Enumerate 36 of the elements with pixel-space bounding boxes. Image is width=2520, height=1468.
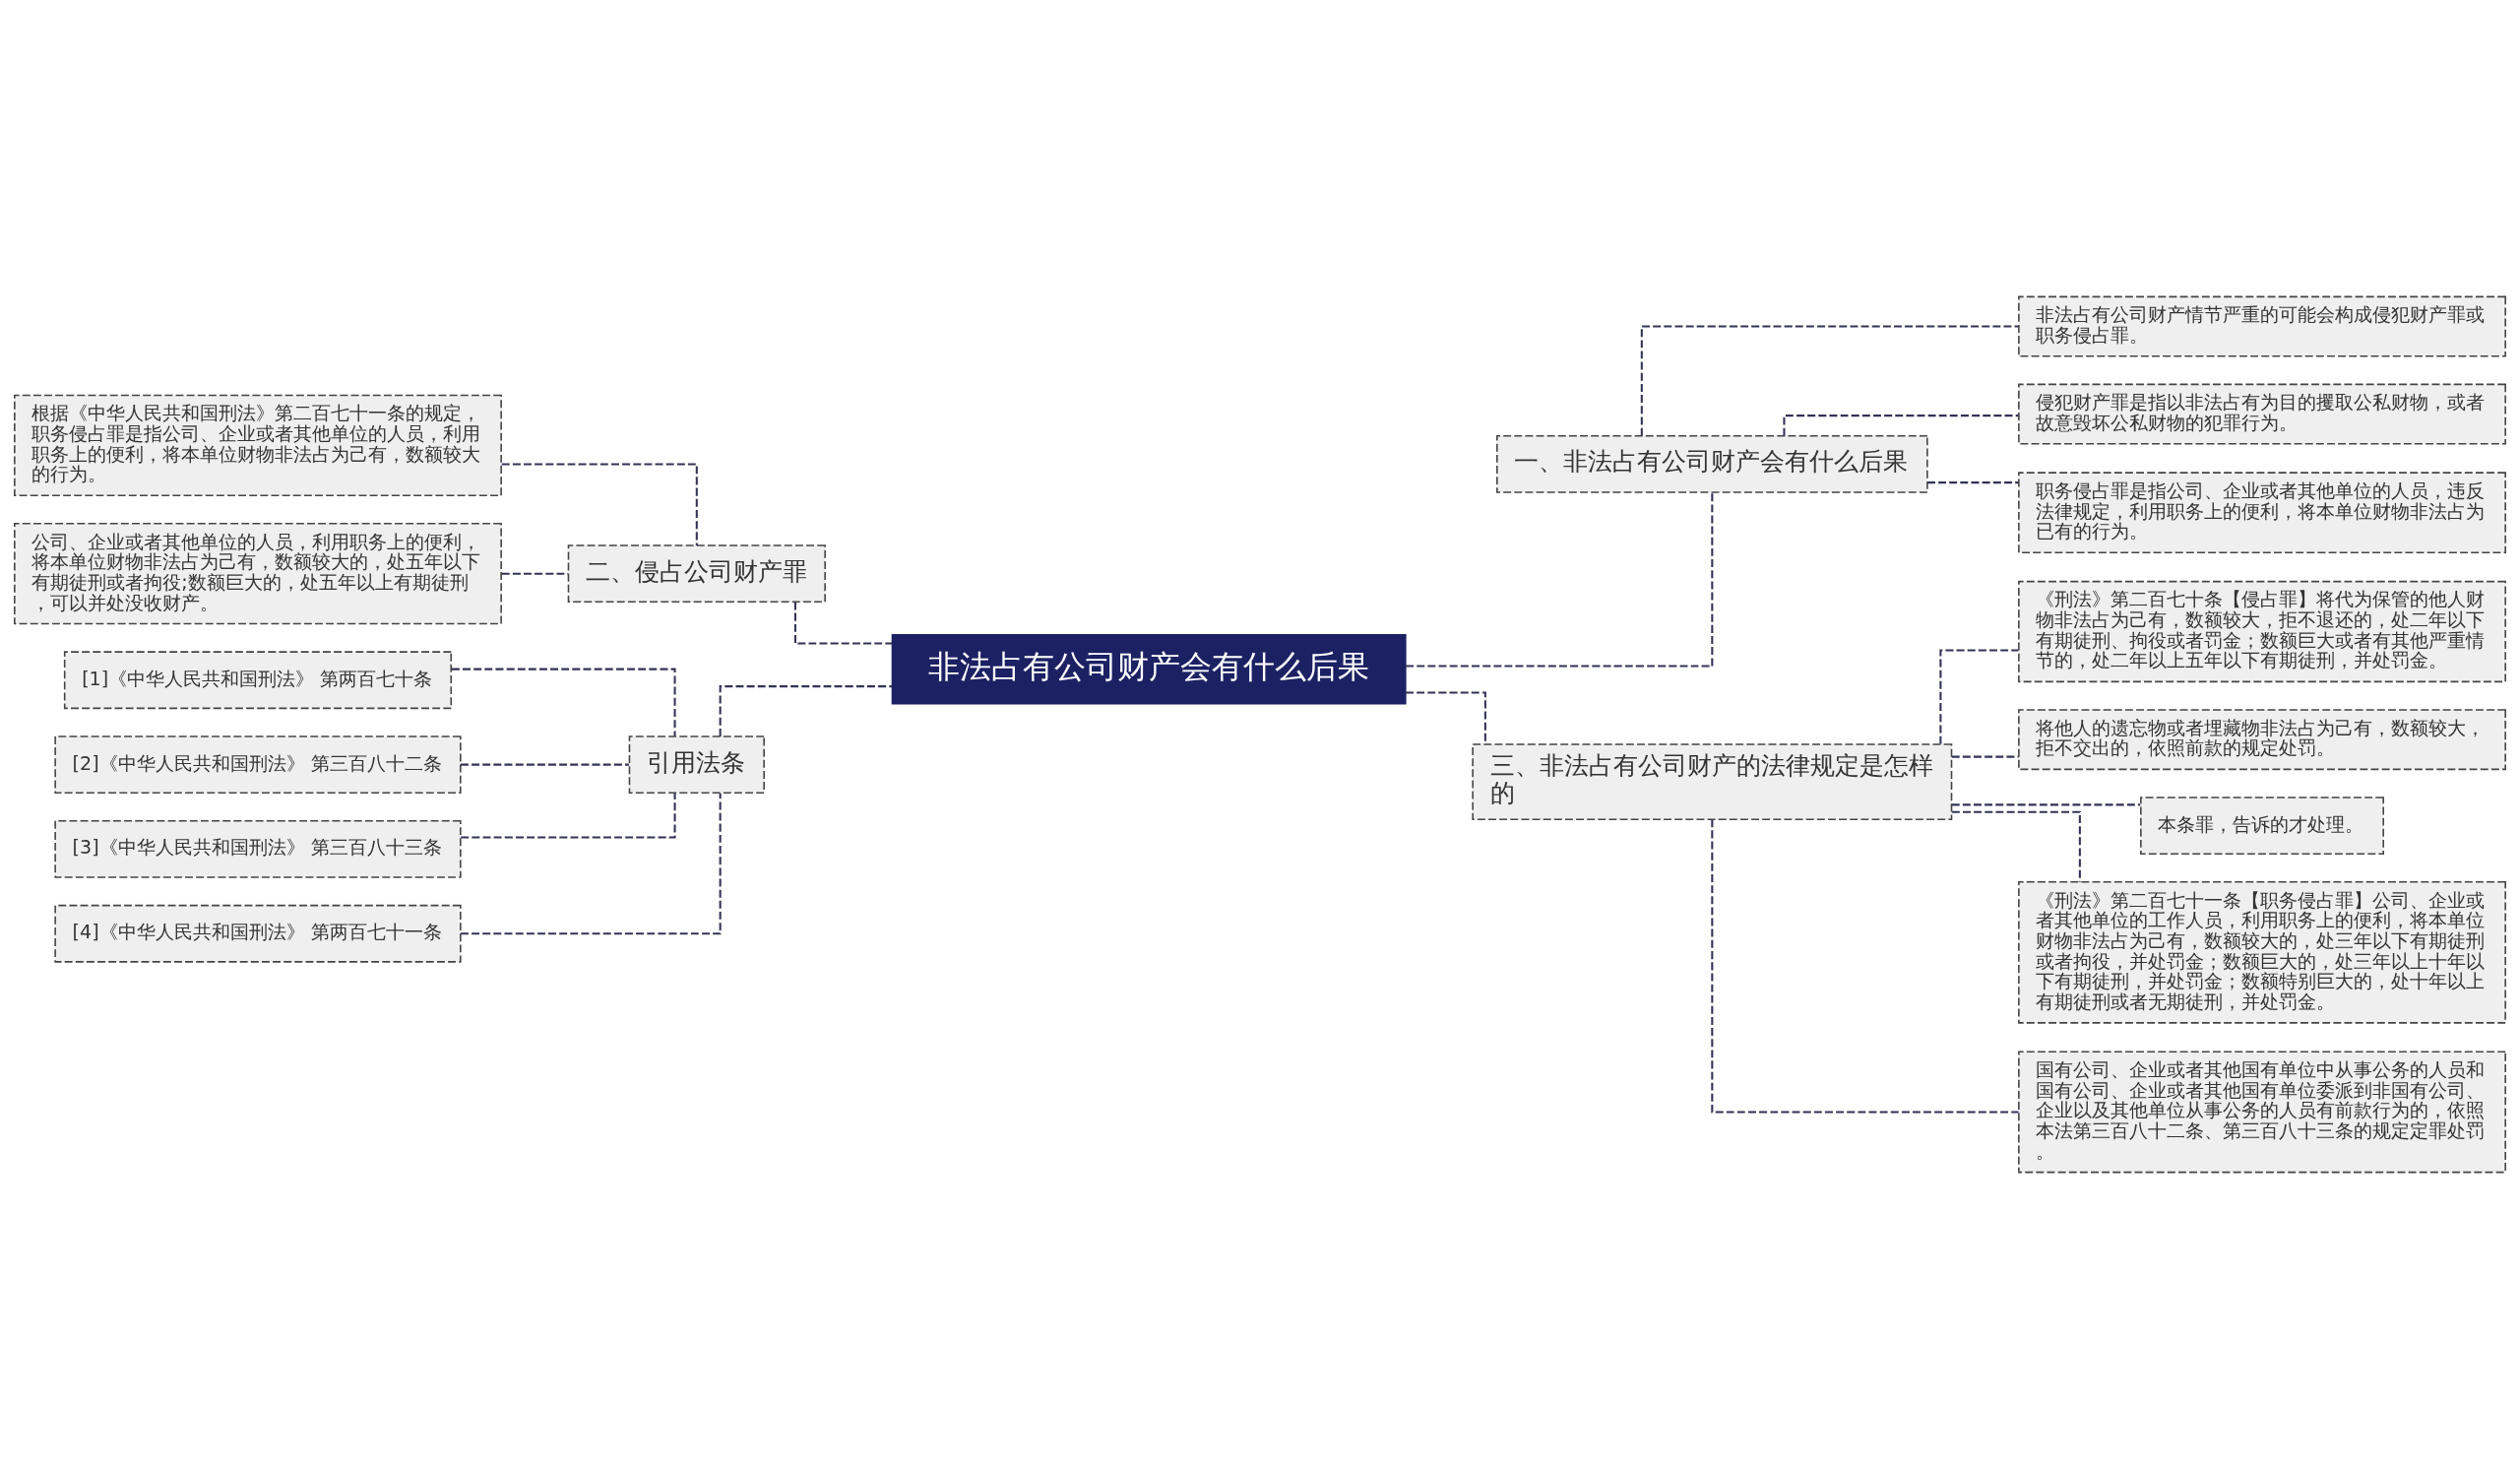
connector [451, 668, 676, 735]
connector [1951, 802, 2141, 805]
node-box: [3]《中华人民共和国刑法》 第三百八十三条 [54, 819, 462, 878]
node-box: 《刑法》第二百七十条【侵占罪】将代为保管的他人财物非法占为己有，数额较大，拒不退还的，处二年以下有期徒刑、拘役或者罚金；数额巨大或者有其他严重情节的，处二年以上五年以下有期徒刑，并处罚金。 [2018, 580, 2506, 682]
node-box: 二、侵占公司财产罪 [567, 543, 826, 603]
node-box: 职务侵占罪是指公司、企业或者其他单位的人员，违反法律规定，利用职务上的便利，将本单位财物非法占为已有的行为。 [2018, 471, 2506, 553]
node-box: [2]《中华人民共和国刑法》 第三百八十二条 [54, 734, 462, 794]
node-box: 《刑法》第二百七十一条【职务侵占罪】公司、企业或者其他单位的工作人员，利用职务上的便利，将本单位财物非法占为己有，数额较大的，处三年以下有期徒刑或者拘役，并处罚金；数额巨大的，处三年以上十年以下有期徒刑，并处罚金；数额特别巨大的，处十年以上有期徒刑或者无期徒刑，并处罚金。 [2018, 880, 2506, 1024]
node-box: [1]《中华人民共和国刑法》 第两百七十条 [63, 650, 453, 709]
connector [1405, 690, 1486, 744]
node-box: 一、非法占有公司财产会有什么后果 [1496, 434, 1928, 493]
node-box: 侵犯财产罪是指以非法占有为目的攫取公私财物，或者故意毁坏公私财物的犯罪行为。 [2018, 383, 2506, 445]
node-box: 国有公司、企业或者其他国有单位中从事公务的人员和国有公司、企业或者其他国有单位委派到非国有公司、企业以及其他单位从事公务的人员有前款行为的，依照本法第三百八十二条、第三百八十三条的规定定罪处罚。 [2018, 1050, 2506, 1173]
connector [501, 462, 698, 545]
node-box: 本条罪，告诉的才处理。 [2140, 796, 2384, 855]
connector [793, 601, 893, 644]
connector [461, 793, 722, 934]
node-box: 三、非法占有公司财产的法律规定是怎样的 [1472, 742, 1953, 820]
connector [1939, 649, 2019, 743]
connector [460, 763, 629, 766]
node-box: 非法占有公司财产情节严重的可能会构成侵犯财产罪或职务侵占罪。 [2018, 295, 2506, 357]
node-box: 公司、企业或者其他单位的人员，利用职务上的便利，将本单位财物非法占为己有，数额较大的，处五年以下有期徒刑或者拘役;数额巨大的，处五年以上有期徒刑，可以并处没收财产。 [14, 522, 502, 624]
connector [1927, 480, 2019, 483]
node-box: 根据《中华人民共和国刑法》第二百七十一条的规定，职务侵占罪是指公司、企业或者其他单位的人员，利用职务上的便利，将本单位财物非法占为己有，数额较大的行为。 [14, 394, 502, 496]
node-box: 非法占有公司财产会有什么后果 [891, 633, 1407, 704]
connector [1711, 819, 2019, 1113]
connector [1951, 810, 2081, 882]
node-box: 将他人的遗忘物或者埋藏物非法占为己有，数额较大，拒不交出的，依照前款的规定处罚。 [2018, 708, 2506, 770]
connector [719, 684, 893, 736]
connector [1951, 755, 2019, 758]
connector [1640, 325, 2019, 435]
node-box: [4]《中华人民共和国刑法》 第两百七十一条 [54, 904, 462, 963]
connector [461, 792, 676, 839]
node-box: 引用法条 [628, 734, 765, 794]
connector [1406, 491, 1714, 667]
connector [501, 572, 569, 575]
